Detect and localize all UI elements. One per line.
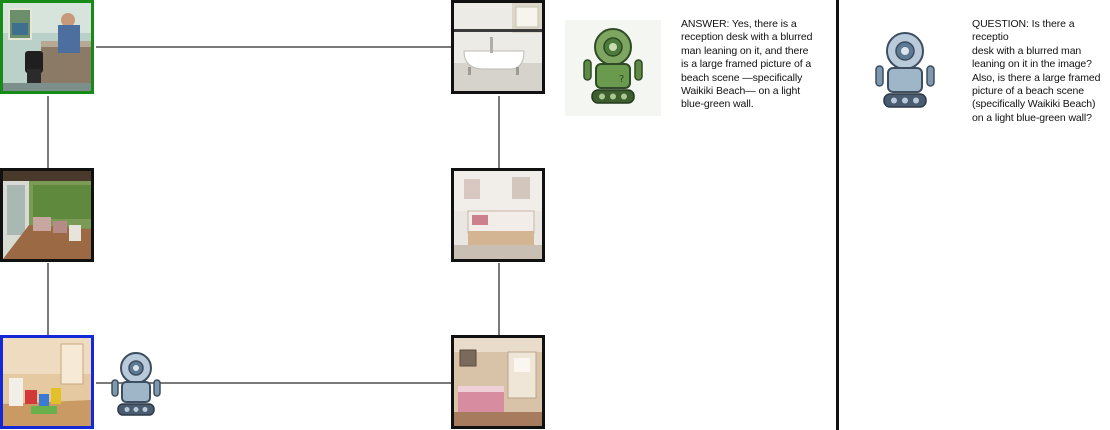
node-mid-right[interactable] [451,168,545,262]
panel-divider [836,0,839,430]
pink-bedroom-image [454,338,542,426]
question-text: QUESTION: Is there a receptio desk with … [972,18,1101,124]
question-robot-icon [873,30,937,110]
answer-robot-icon: ? [580,26,646,106]
node-bottom-right[interactable] [451,335,545,429]
node-mid-left[interactable] [0,168,94,262]
agent-robot-icon [108,350,164,418]
edge-bottom [96,382,452,384]
bathroom-image [454,3,542,91]
office-reception-image [3,3,91,91]
deck-patio-image [3,171,91,259]
answer-text: ANSWER: Yes, there is a reception desk w… [681,18,813,111]
node-bottom-left[interactable] [0,335,94,429]
edge-right-upper [498,96,500,168]
svg-text:?: ? [619,74,624,85]
edge-left-lower [47,263,49,335]
bedroom-image [454,171,542,259]
playroom-image [3,338,91,426]
node-top-right[interactable] [451,0,545,94]
edge-top [96,46,452,48]
edge-left-upper [47,96,49,168]
edge-right-lower [498,263,500,335]
node-top-left[interactable] [0,0,94,94]
